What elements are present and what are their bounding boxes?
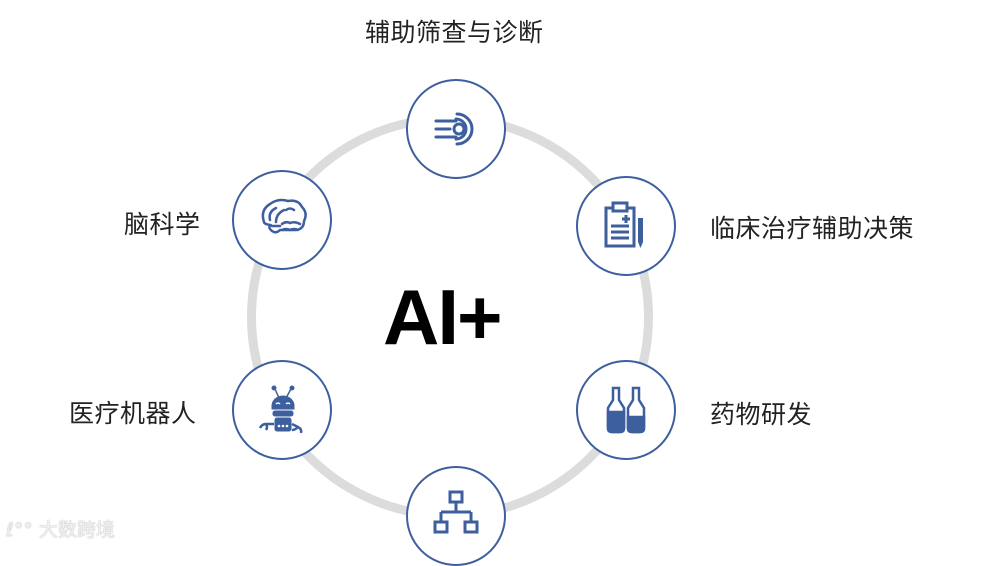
- label-clinical: 临床治疗辅助决策: [710, 214, 915, 243]
- node-robot: [232, 360, 332, 460]
- watermark: ℓ°° 大数跨境: [6, 515, 115, 542]
- label-drug: 药物研发: [710, 400, 813, 429]
- label-brain: 脑科学: [124, 210, 201, 239]
- medicine-bottles-icon: [606, 386, 646, 434]
- watermark-logo-icon: ℓ°°: [6, 519, 33, 541]
- watermark-text: 大数跨境: [38, 519, 115, 541]
- node-hierarchy: [406, 466, 506, 566]
- label-robot: 医疗机器人: [69, 399, 197, 428]
- node-screening: [406, 79, 506, 179]
- node-clinical: [576, 176, 676, 276]
- robot-icon: [258, 385, 303, 434]
- brain-icon: [261, 198, 307, 234]
- node-brain: [232, 170, 332, 270]
- hierarchy-tree-icon: [433, 490, 479, 534]
- node-drug: [576, 360, 676, 460]
- radar-scan-icon: [434, 112, 474, 146]
- center-title: AI+: [383, 273, 503, 361]
- clipboard-pen-icon: [604, 201, 643, 248]
- label-screening: 辅助筛查与诊断: [365, 18, 544, 47]
